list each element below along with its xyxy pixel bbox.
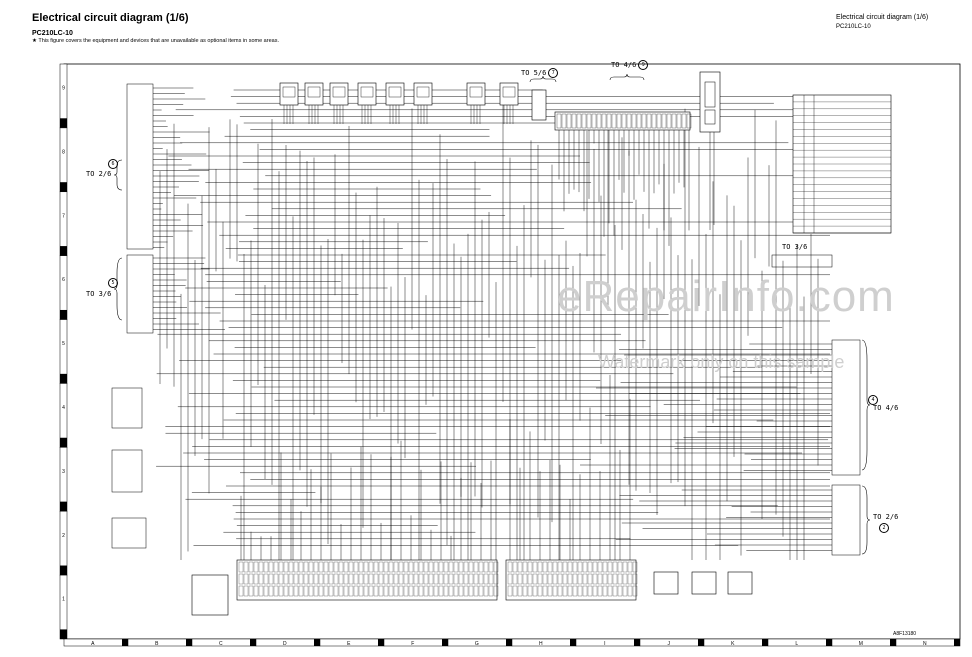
ref-to-4-6-top-circle: 9 [638,60,649,70]
watermark-notice: Watermark only on this sample [598,352,845,372]
brace-top-5-6 [529,75,557,83]
top-terminal-block [554,111,692,131]
right-connector-bank-lower [831,484,861,556]
row-marker: 9 [62,86,65,92]
ref-to-5-6-label: TO 5/6 [521,69,547,77]
ref-to-3-6-right: TO 3/6 [782,243,807,251]
left-component-block-c [111,517,147,549]
ref-to-4-6-right-marker: 4 [866,395,878,405]
column-marker: C [219,641,223,647]
ref-to-5-6-circle: 7 [548,68,559,78]
row-marker: 1 [62,597,65,603]
right-vertical-connector [699,71,721,133]
bottom-controller-connector-left [236,559,499,601]
column-marker: H [539,641,543,647]
column-ruler: A B C D E F G H I J K L M N [63,638,961,647]
ref-to-4-6-right: TO 4/6 [873,404,898,412]
column-marker: D [283,641,287,647]
ref-to-4-6-right-label: TO 4/6 [873,404,899,412]
watermark-brand: eRepairInfo.com [557,272,895,321]
top-sensor-connectors [279,82,547,124]
left-component-block-a [111,387,143,429]
brace-left-lower [113,257,123,321]
column-marker: B [155,641,159,647]
row-marker: 7 [62,213,65,219]
column-marker: E [347,641,351,647]
row-marker: 8 [62,149,65,155]
ref-to-2-6-right-marker: 2 [877,523,889,533]
column-marker: A [91,641,95,647]
column-marker: M [859,641,863,647]
column-marker: J [668,641,671,647]
ref-to-3-6-right-label: TO 3/6 [782,243,808,251]
ref-to-2-6-right: TO 2/6 [873,513,898,521]
right-upper-connector [771,254,833,268]
row-marker: 6 [62,277,65,283]
row-ruler: 9 8 7 6 5 4 3 2 1 [59,63,68,640]
bottom-controller-connector-right [505,559,638,601]
ref-to-2-6-left-marker: 6 [106,159,118,169]
ref-to-2-6-right-label: TO 2/6 [873,513,899,521]
left-connector-bank-lower [126,254,154,334]
page-title: Electrical circuit diagram (1/6) [32,12,189,24]
ref-to-4-6-right-circle: 4 [868,395,878,405]
ref-to-2-6-left: TO 2/6 [86,170,111,178]
brace-top-4-6 [609,73,645,81]
row-marker: 2 [62,533,65,539]
row-marker: 4 [62,405,65,411]
brace-right-lower [861,485,871,555]
ref-to-3-6-left-label: TO 3/6 [86,290,112,298]
ref-to-4-6-top-label: TO 4/6 [611,61,637,69]
wiring-harness [153,87,832,560]
column-marker: F [411,641,414,647]
bottom-left-connector [191,574,229,616]
ref-to-2-6-left-circle: 6 [108,159,118,169]
document-number: A8F13180 [893,631,917,637]
connector-legend-table [792,94,892,234]
column-marker: G [475,641,479,647]
ref-to-3-6-left: TO 3/6 [86,290,111,298]
model-label-right: PC210LC-10 [836,24,871,30]
ref-to-2-6-left-label: TO 2/6 [86,170,112,178]
column-marker: K [731,641,735,647]
optional-equipment-note: ★ This figure covers the equipment and d… [32,38,279,44]
bottom-sensor-connectors [653,571,753,595]
right-connector-bank-upper [831,339,861,476]
left-connector-bank-upper [126,83,154,250]
row-marker: 3 [62,469,65,475]
page-title-right: Electrical circuit diagram (1/6) [836,14,929,21]
ref-to-3-6-left-circle: 5 [108,278,118,288]
left-component-block-b [111,449,143,493]
model-label: PC210LC-10 [32,30,73,37]
ref-to-3-6-left-marker: 5 [106,278,118,288]
column-marker: L [795,641,798,647]
column-marker: N [923,641,927,647]
column-marker: I [604,641,605,647]
brace-right-upper [861,339,871,471]
ref-to-2-6-right-circle: 2 [879,523,889,533]
row-marker: 5 [62,341,65,347]
